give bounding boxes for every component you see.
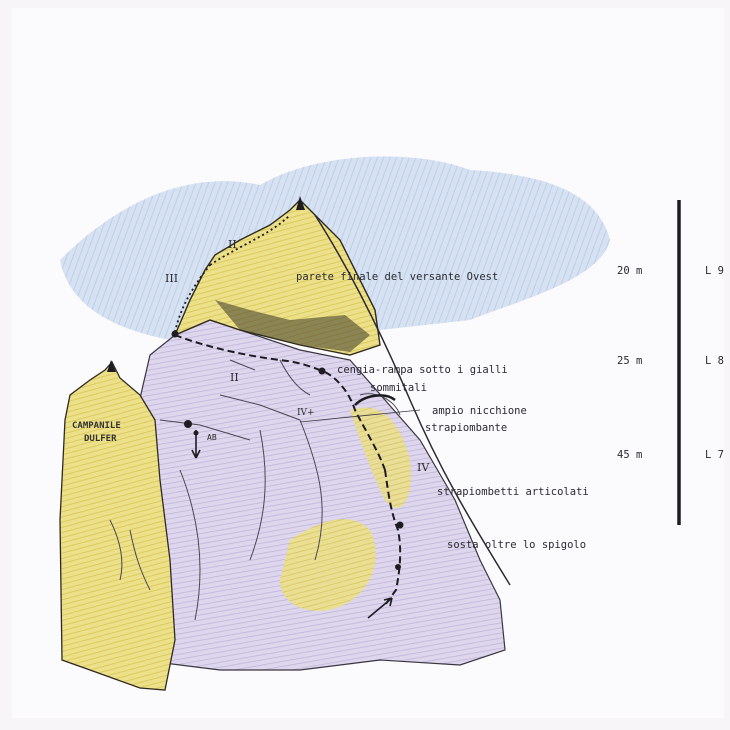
pitch-label-2: L 8 xyxy=(705,355,724,367)
pitch-length-3: 45 m xyxy=(617,449,642,461)
annotation-sommitali: sommitali xyxy=(370,382,427,394)
annotation-sosta: sosta oltre lo spigolo xyxy=(447,539,586,551)
tower-label-1: CAMPANILE xyxy=(72,421,121,431)
grade-ii-top: II xyxy=(228,238,237,251)
grade-iv: IV xyxy=(417,461,430,474)
tower-label-2: DULFER xyxy=(84,434,117,444)
pitch-length-1: 20 m xyxy=(617,265,642,277)
grade-ii-mid: II xyxy=(230,371,239,384)
annotation-strapiombetti: strapiombetti articolati xyxy=(437,486,589,498)
descent-anchor xyxy=(194,431,199,436)
grade-iv-plus: IV+ xyxy=(297,408,315,418)
pitch-label-1: L 9 xyxy=(705,265,724,277)
annotation-strapiombante: strapiombante xyxy=(425,422,507,434)
annotation-nicchione: ampio nicchione xyxy=(432,405,527,417)
annotation-parete-finale: parete finale del versante Ovest xyxy=(296,271,498,283)
pitch-length-2: 25 m xyxy=(617,355,642,367)
grade-iii: III xyxy=(165,272,178,285)
pitch-label-3: L 7 xyxy=(705,449,724,461)
annotation-cengia-rampa: cengia-rampa sotto i gialli xyxy=(337,364,508,376)
descent-mark: AB xyxy=(207,433,217,442)
